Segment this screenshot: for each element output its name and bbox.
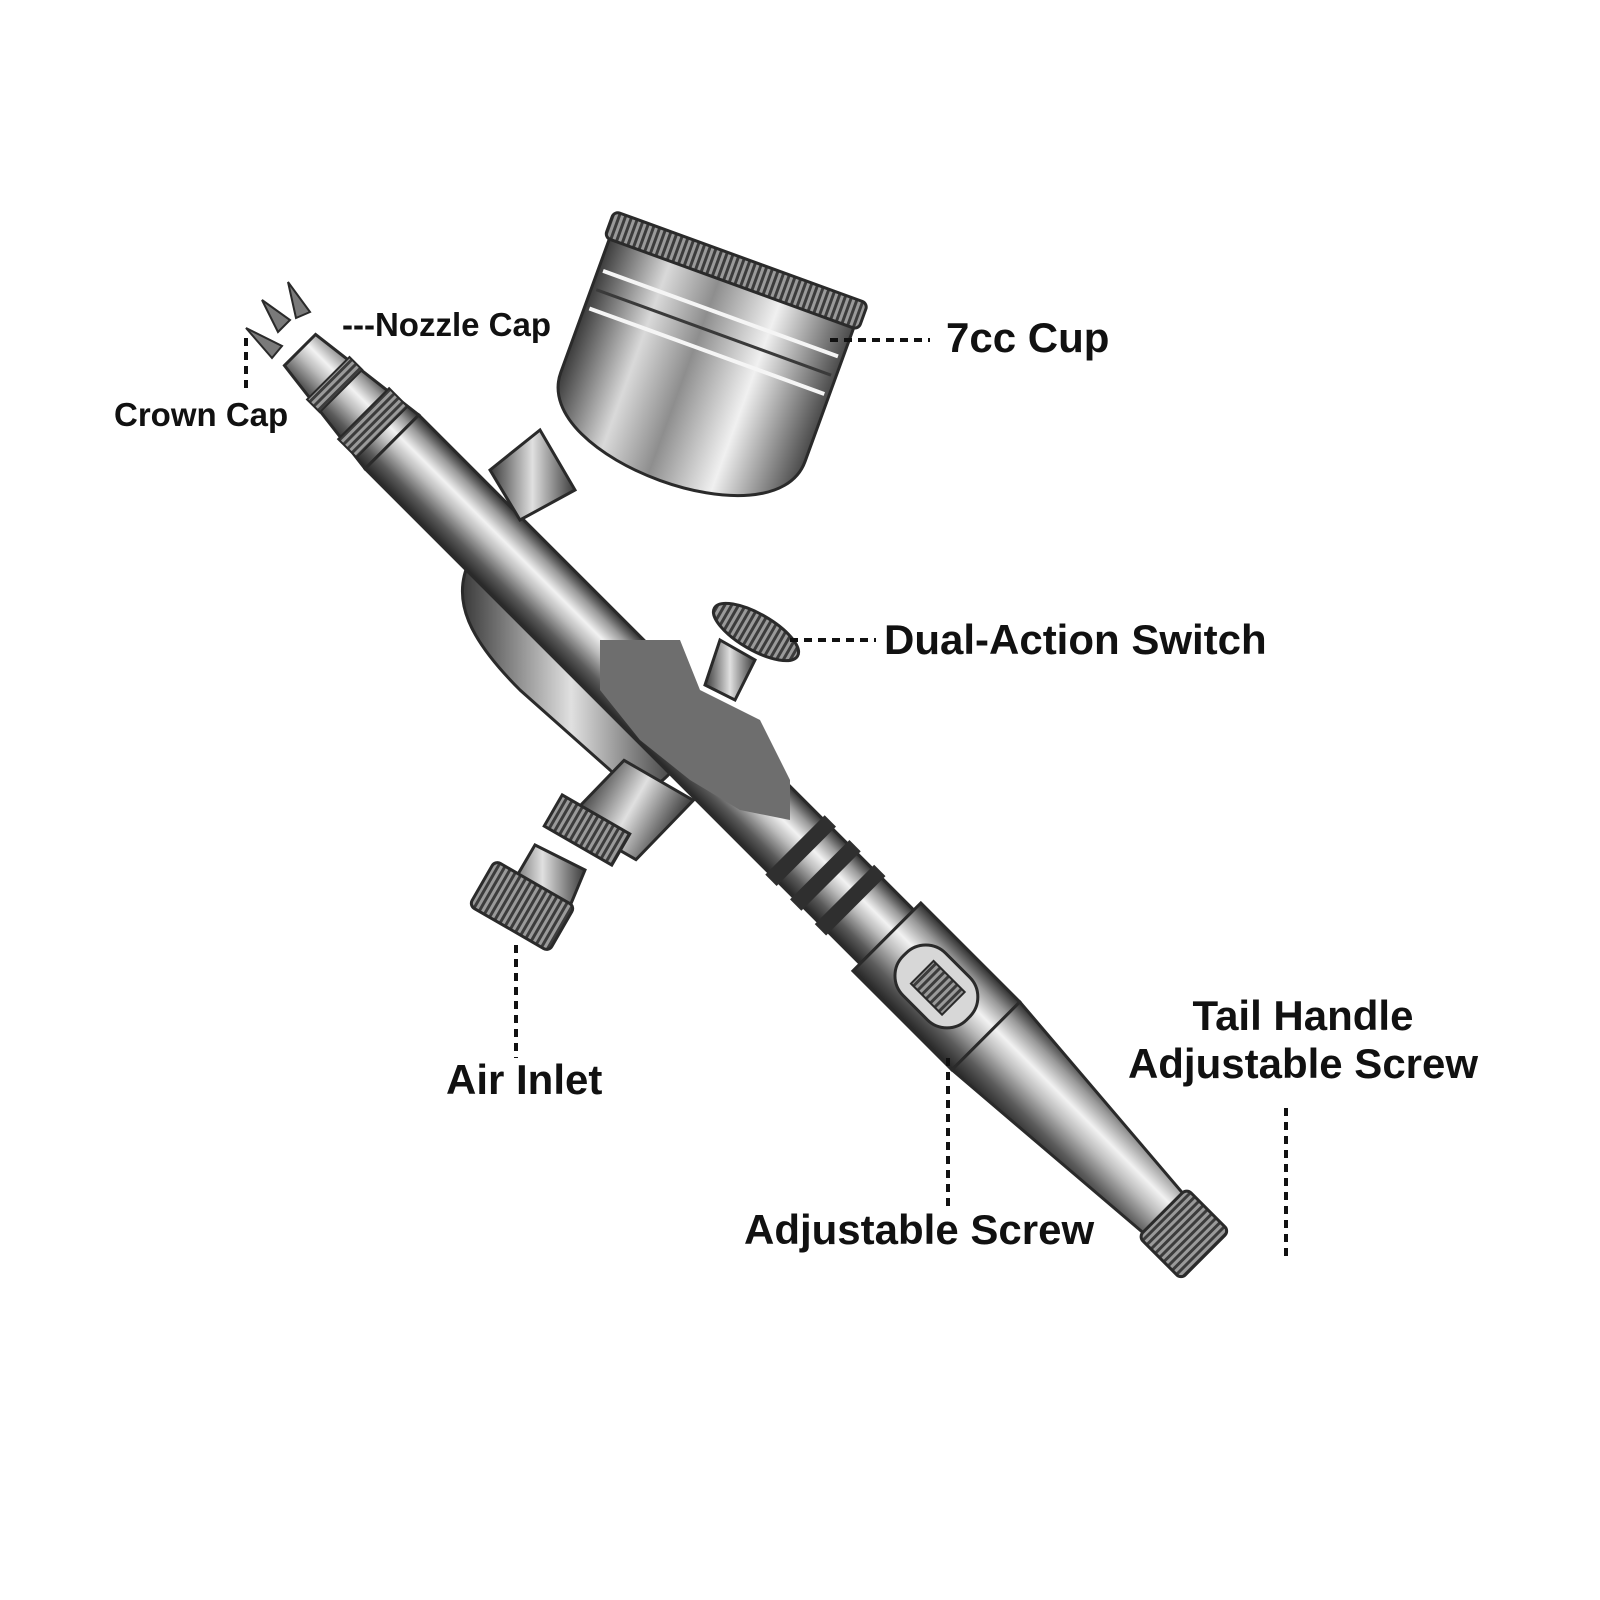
label-air-inlet: Air Inlet [446, 1056, 603, 1103]
label-tail-handle: Tail Handle Adjustable Screw [1118, 992, 1488, 1089]
label-tail-handle-line1: Tail Handle [1192, 992, 1414, 1039]
crown-cap-spikes [245, 281, 312, 360]
label-7cc-cup: 7cc Cup [946, 314, 1110, 361]
leader-lines [244, 338, 1288, 1262]
label-nozzle-cap: ---Nozzle Cap [342, 306, 551, 343]
cup-stem [488, 427, 578, 523]
label-adjustable-screw: Adjustable Screw [744, 1206, 1095, 1253]
air-inlet-connector [469, 758, 696, 951]
blurred-logo-patch [600, 640, 790, 820]
paint-cup [556, 211, 868, 498]
label-dual-action-switch: Dual-Action Switch [884, 616, 1267, 663]
label-tail-handle-line2: Adjustable Screw [1127, 1040, 1479, 1088]
label-crown-cap: Crown Cap [114, 396, 289, 433]
dual-action-trigger [703, 601, 801, 703]
